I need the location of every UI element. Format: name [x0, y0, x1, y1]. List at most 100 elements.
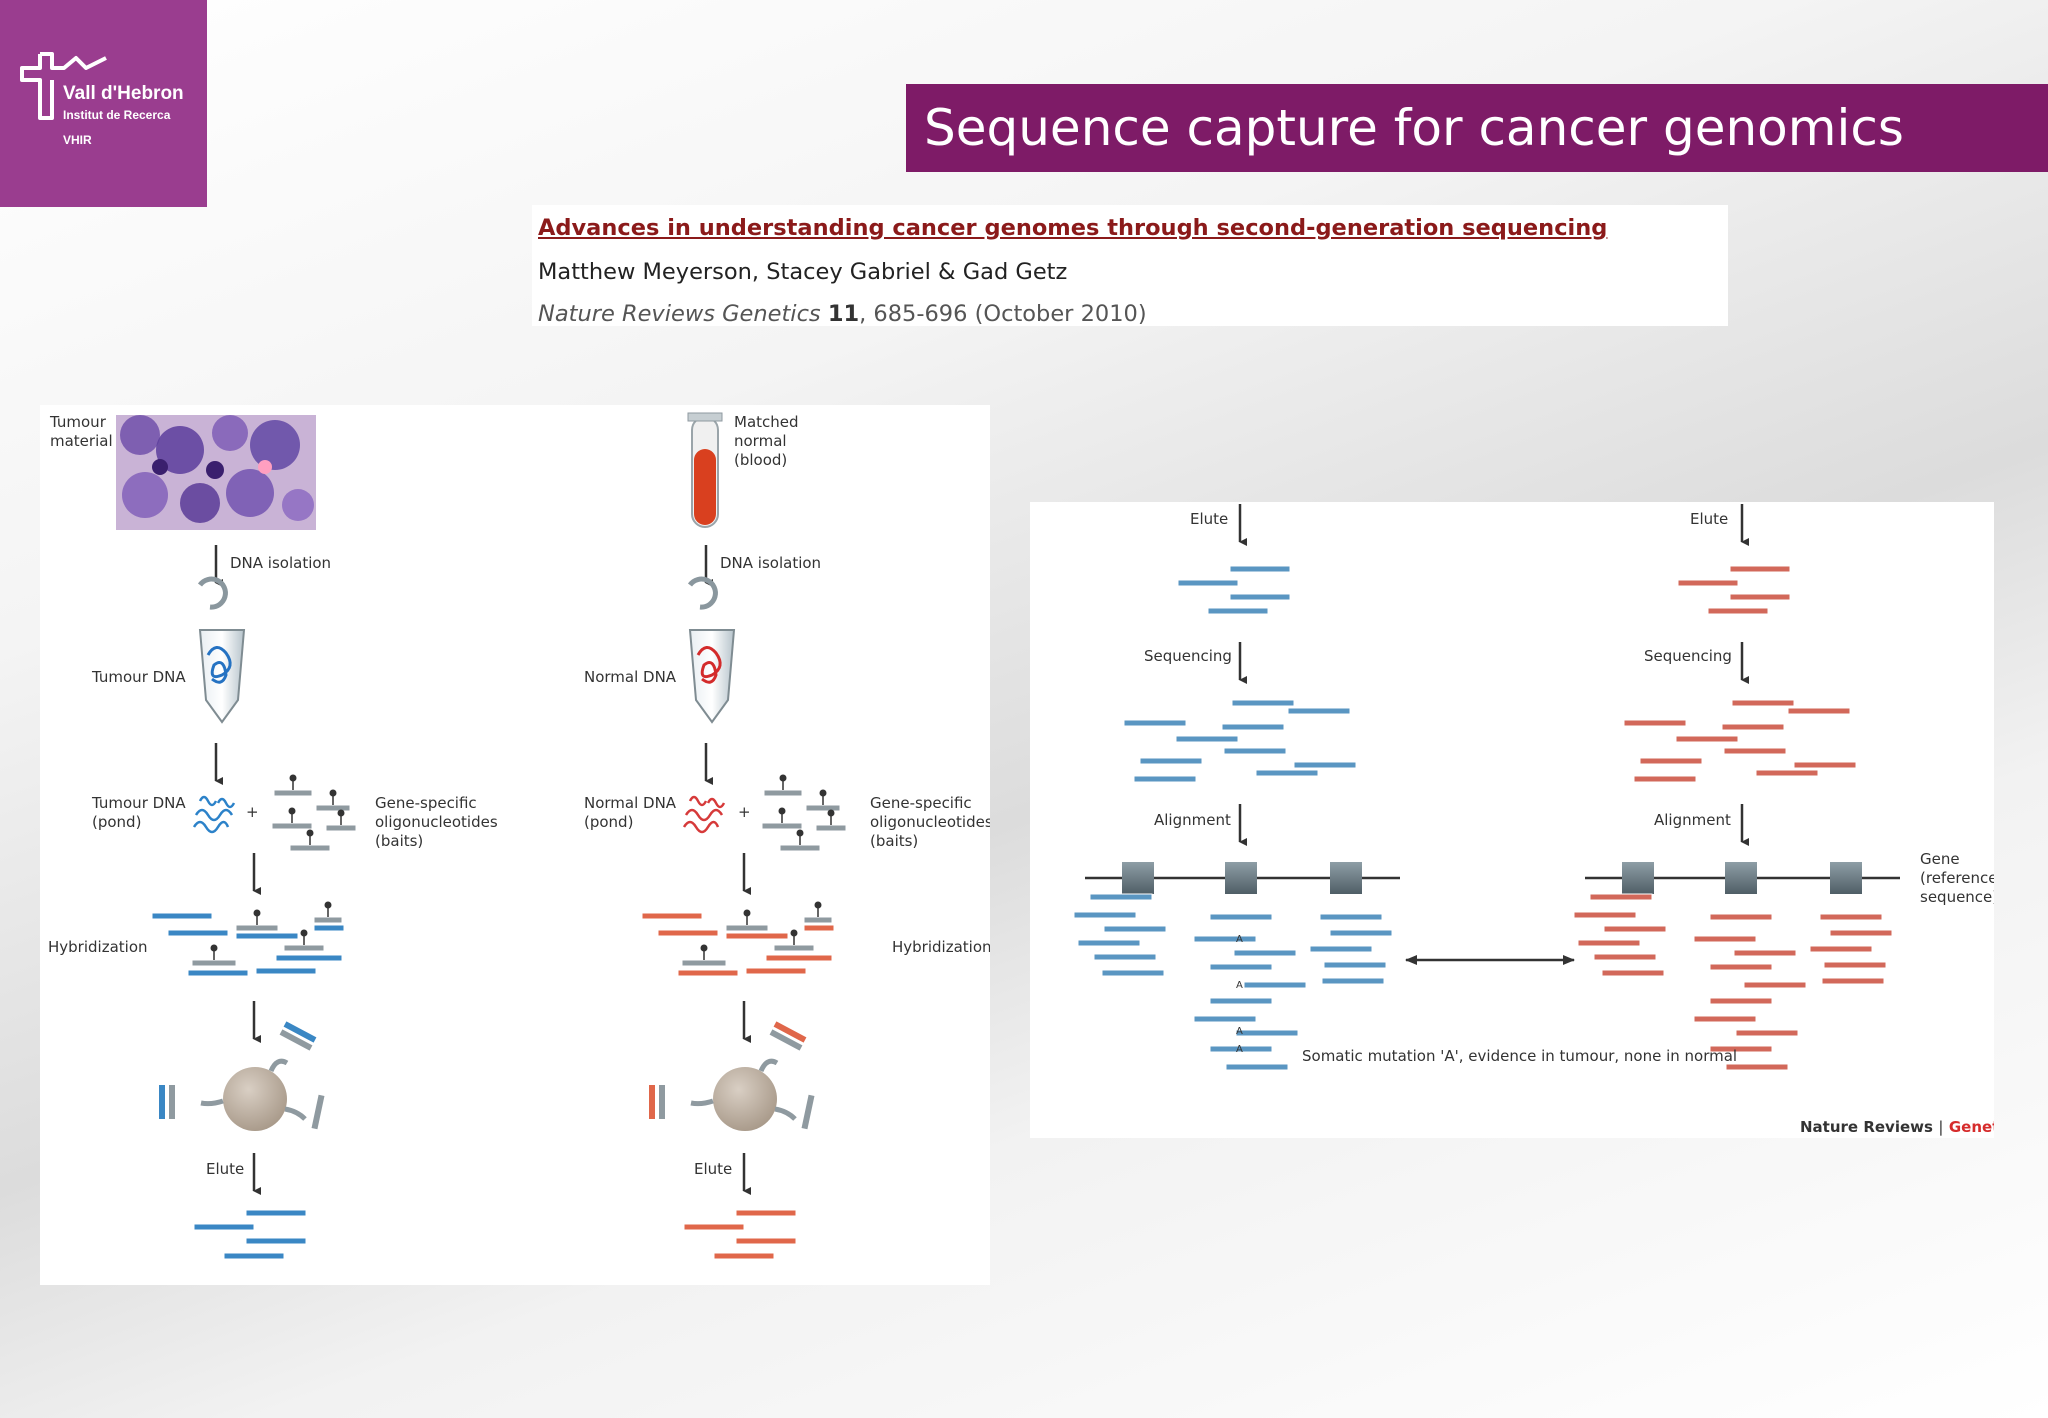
journal-volume: 11: [827, 301, 860, 327]
exon-block: [1830, 862, 1862, 894]
eluted-read: [1729, 565, 1791, 573]
biotin-tag: [814, 901, 822, 909]
normal-baits-label-3: (baits): [870, 832, 918, 850]
aligned-read: [1209, 1045, 1273, 1053]
tumour-hybridized-fragments: [151, 901, 345, 977]
aligned-read: [1829, 929, 1893, 937]
eluted-read: [1229, 593, 1291, 601]
article-journal: Nature Reviews Genetics 11, 685-696 (Oct…: [538, 293, 1722, 335]
tumour-alignment-label: Alignment: [1154, 811, 1231, 829]
plus-sign-2: +: [738, 803, 751, 821]
normal-elute-step-label: Elute: [1690, 510, 1728, 528]
aligned-read: [1209, 963, 1273, 971]
eluted-fragment: [735, 1209, 797, 1217]
tumour-column: Tumour material DNA isolation: [48, 413, 498, 1260]
normal-dna-isolation-label: DNA isolation: [720, 554, 821, 572]
aligned-read: [1103, 925, 1167, 933]
sequenced-read: [1787, 707, 1851, 715]
aligned-read: [1101, 969, 1165, 977]
tumour-elute-step-label: Elute: [1190, 510, 1228, 528]
tumour-baits-label: Gene-specific: [375, 794, 477, 812]
streptavidin-link: [690, 1098, 714, 1107]
aligned-read: [1209, 913, 1273, 921]
bait-oligo: [779, 844, 821, 852]
tumour-bait-oligos: [271, 774, 357, 852]
credit-accent: Genetics: [1949, 1118, 1994, 1136]
normal-baits-label: Gene-specific: [870, 794, 972, 812]
bait-oligo: [763, 789, 803, 797]
eluted-fragment: [245, 1209, 307, 1217]
aligned-read: [1089, 893, 1153, 901]
tumour-dna-label: Tumour DNA: [91, 668, 186, 686]
normal-material-label-3: (blood): [734, 451, 787, 469]
tumour-histology-image: [116, 415, 316, 530]
captured-fragment: [745, 967, 807, 975]
capture-workflow-diagram: Tumour material DNA isolation: [48, 412, 993, 1260]
biotin-tag: [337, 809, 345, 817]
captured-fragment: [657, 929, 719, 937]
aligned-read: [1225, 1063, 1289, 1071]
sequenced-read: [1723, 747, 1787, 755]
sequenced-read: [1633, 775, 1697, 783]
exon-block: [1122, 862, 1154, 894]
sequenced-read: [1223, 747, 1287, 755]
sequencing-alignment-diagram: Elute Elute Sequencing Sequencing Alignm…: [1073, 504, 2022, 1137]
logo-subtitle: Institut de Recerca: [63, 108, 171, 122]
biotin-tag: [819, 789, 827, 797]
aligned-read: [1709, 913, 1773, 921]
eluted-fragment: [193, 1223, 255, 1231]
aligned-read: [1573, 911, 1637, 919]
normal-hybridization-label: Hybridization: [892, 938, 990, 956]
aligned-read: [1323, 961, 1387, 969]
logo-name: Vall d'Hebron: [63, 83, 184, 104]
plus-sign: +: [246, 803, 259, 821]
eluted-read: [1229, 565, 1291, 573]
streptavidin-link: [268, 1058, 289, 1073]
normal-pond-label: Normal DNA: [584, 794, 677, 812]
gene-label-3: sequence): [1920, 888, 1994, 906]
exon-block: [1725, 862, 1757, 894]
article-link[interactable]: Advances in understanding cancer genomes…: [538, 215, 1608, 241]
aligned-read: [1243, 981, 1307, 989]
captured-fragment: [235, 932, 299, 940]
eluted-fragment: [735, 1237, 797, 1245]
aligned-read: [1735, 1029, 1799, 1037]
aligned-read: [1319, 913, 1383, 921]
biotin-tag: [743, 909, 751, 917]
normal-bait-oligos: [761, 774, 847, 852]
magnetic-bead: [223, 1067, 287, 1131]
sequenced-read: [1221, 723, 1285, 731]
bait-oligo: [803, 916, 833, 924]
mutation-marker: A: [1236, 980, 1243, 991]
sequenced-read: [1755, 769, 1819, 777]
captured-fragment: [255, 967, 317, 975]
eluted-read: [1177, 579, 1239, 587]
bound-bait: [801, 1094, 815, 1130]
gene-label-2: (reference: [1920, 869, 1994, 887]
mutation-marker: A: [1236, 934, 1243, 945]
eluted-fragment: [713, 1252, 775, 1260]
captured-fragment: [641, 912, 703, 920]
bait-oligo: [805, 804, 841, 812]
aligned-read: [1077, 939, 1141, 947]
bait-oligo: [761, 822, 803, 830]
normal-column: Matched normal (blood) DNA isolation Nor…: [584, 412, 993, 1260]
aligned-read: [1209, 997, 1273, 1005]
sequenced-read: [1793, 761, 1857, 769]
sequenced-read: [1623, 719, 1687, 727]
bound-fragment: [159, 1085, 165, 1119]
bait-oligo: [289, 844, 331, 852]
captured-fragment: [187, 969, 249, 977]
sequenced-read: [1139, 757, 1203, 765]
captured-fragment: [677, 969, 739, 977]
sequenced-read: [1731, 699, 1795, 707]
mutation-marker: A: [1236, 1044, 1243, 1055]
normal-elute-label: Elute: [694, 1160, 732, 1178]
biotin-tag: [253, 909, 261, 917]
tumour-eluted-fragments: [193, 1209, 307, 1260]
eluted-read: [1729, 593, 1791, 601]
captured-fragment: [765, 954, 833, 962]
eluted-read: [1207, 607, 1269, 615]
bound-fragment: [773, 1021, 807, 1043]
normal-hybridized-fragments: [641, 901, 835, 977]
